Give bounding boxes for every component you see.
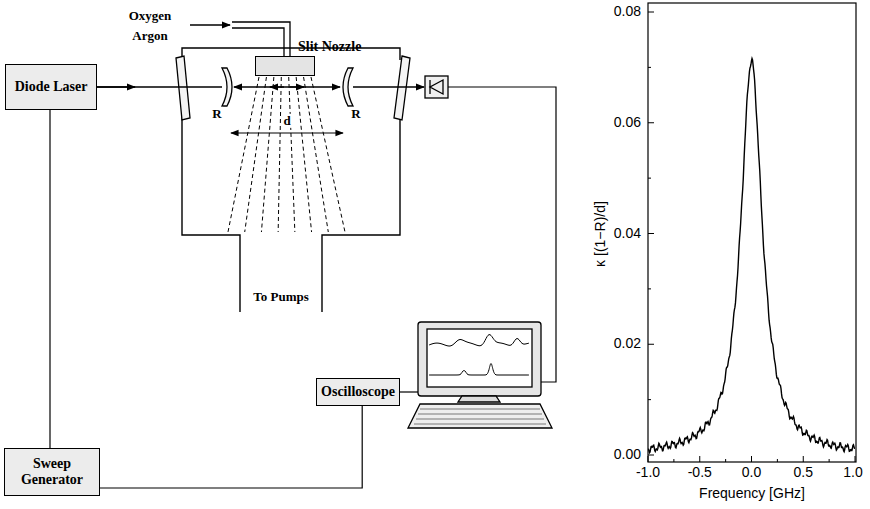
computer-part [414,409,546,424]
axis-label: 0.04 [614,226,641,241]
brewster-window-part [176,56,190,120]
axis-label: 1.0 [843,465,862,480]
length-arrow [231,132,343,133]
computer-part [429,335,529,375]
gas-jet-part [296,77,311,232]
gas-jet-part [278,77,281,232]
line-chart-part [855,456,856,462]
axis-label: 0.08 [614,4,641,19]
line-chart-part [777,459,778,462]
axis-label: 0.02 [614,337,641,352]
computer-part [418,322,541,396]
line-chart-part [648,233,654,234]
gas-line-part [190,24,230,25]
line-chart-part [648,12,654,13]
gas-jet [228,77,345,232]
axis-label: 0.00 [614,447,641,462]
axis-label: 0.0 [742,465,761,480]
line-chart-part [751,456,752,462]
axis-label: -1.0 [636,465,660,480]
computer-part-part [429,335,529,346]
instrument-box: Oscilloscope [316,378,400,406]
line-chart [648,3,856,462]
axis-title: κ [(1−R)/d] [593,201,608,267]
line-chart-part [803,456,804,462]
part-label: R [349,107,362,121]
vacuum-chamber-part [182,116,240,312]
node-label: Sweep Generator [5,456,99,488]
part-label: Oxygen [127,9,174,23]
axis-label: 0.06 [614,115,641,130]
length-arrow-part [231,132,343,133]
gas-jet-part [245,77,267,232]
line-chart-part [673,459,674,462]
laser-beam-part [97,86,135,87]
nozzle-box: Slit Nozzle [255,56,315,76]
computer-part-part [414,424,546,425]
brewster-window-part [394,56,410,120]
part-label: R [210,107,223,121]
line-chart-part [699,456,700,462]
computer-part [458,396,500,402]
line-chart-part [648,67,651,68]
part-label: d [281,114,292,128]
axis-label: Frequency [GHz] [699,486,805,501]
gas-line-part [232,22,290,56]
computer-part-part [420,409,540,410]
node-label: Oscilloscope [321,384,395,400]
detector-part [425,76,448,98]
axis-label: -0.5 [688,465,712,480]
signal-wire-part [400,391,418,392]
node-label: Diode Laser [15,79,88,95]
line-chart-part [725,459,726,462]
laser-beam-part [270,86,284,87]
vacuum-chamber-part [322,116,400,312]
gas-line [190,22,290,56]
gas-jet-part [228,77,259,232]
detector-part [430,80,443,94]
computer-part [427,329,532,387]
part-label: Argon [130,29,169,43]
line-chart-part [648,344,654,345]
mirror-part [222,68,232,106]
line-chart-part [648,455,654,456]
computer-part-part [418,414,542,415]
computer-part-part [416,419,544,420]
laser-beam-part [97,86,222,87]
part-label: To Pumps [251,290,311,304]
line-chart-part [648,122,654,123]
line-chart-part [829,459,830,462]
computer [408,322,552,428]
axis-label: 0.5 [794,465,813,480]
laser-beam [97,86,424,87]
detector-part [429,80,430,94]
gas-jet-part [289,77,295,232]
node-label: Slit Nozzle [298,39,361,55]
line-chart-part [648,456,649,462]
line-chart-part [648,58,855,452]
gas-line-part [232,28,284,56]
gas-jet-part [261,77,273,232]
instrument-box: Diode Laser [5,64,97,110]
line-chart-part [648,399,651,400]
laser-beam-part [234,86,340,87]
line-chart-part [648,178,651,179]
laser-beam-part [353,86,424,87]
line-chart-part [648,3,856,462]
gas-jet-part [311,77,345,232]
computer-part [408,404,552,428]
instrument-box: Sweep Generator [4,448,100,496]
laser-beam-part [290,86,304,87]
cable [100,406,362,488]
detector [425,76,448,98]
mirror-part [343,68,353,106]
computer-part-part [429,364,529,375]
cable [49,110,50,448]
line-chart-part [648,288,651,289]
